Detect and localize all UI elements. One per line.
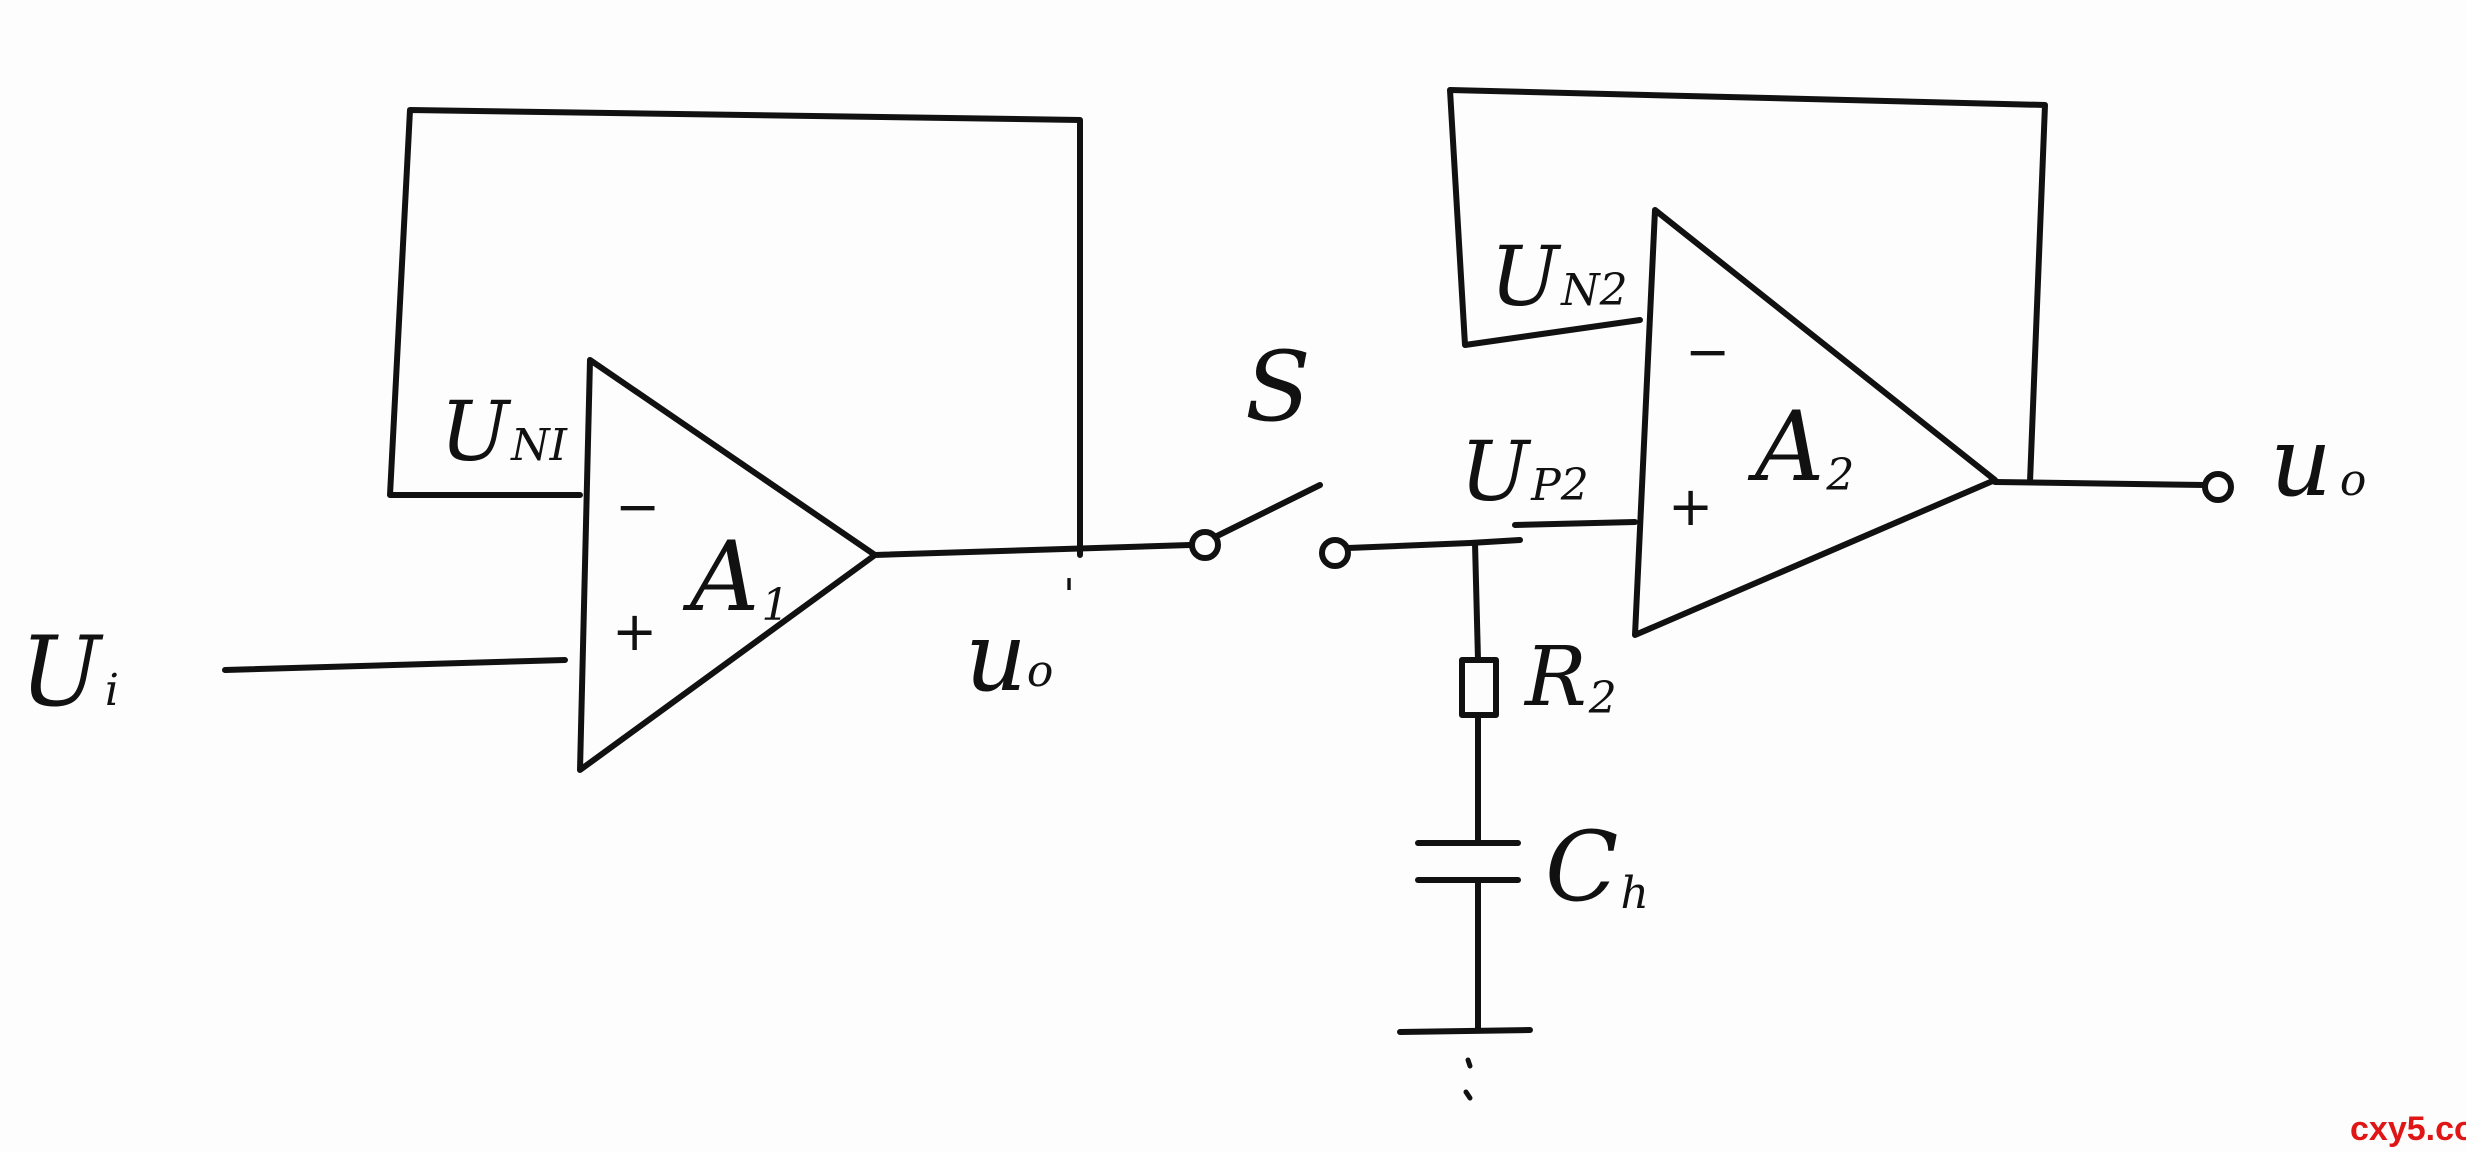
r2-top-wire: [1472, 540, 1481, 663]
label-uo-prime: uo: [965, 601, 1053, 713]
opamp-a2: [1632, 207, 1998, 638]
label-r2: R2: [1523, 630, 1617, 725]
switch-blade: [1212, 482, 1323, 540]
a1-output-wire: [872, 542, 1193, 558]
opamp-a1: [577, 357, 878, 773]
label-ui: Ui: [20, 616, 119, 728]
a1-feedback-loop: [387, 107, 1083, 558]
label-switch-s: S: [1245, 331, 1311, 443]
label-a1: A1: [682, 521, 789, 633]
ground-line: [1397, 1027, 1533, 1035]
output-terminal: [2202, 471, 2234, 503]
a2-plus-sign: +: [1668, 475, 1713, 538]
label-up2: UP2: [1460, 425, 1589, 520]
switch-terminal-right: [1319, 537, 1351, 569]
input-wire: [222, 657, 568, 673]
a2-feedback-loop: [1447, 87, 2048, 485]
label-uo-prime-mark: ': [1063, 570, 1075, 621]
a2-output-wire: [1992, 479, 2208, 488]
watermark: cxy5.com: [2350, 1110, 2466, 1148]
ground-dots: [1463, 1057, 1473, 1101]
label-a2: A2: [1747, 391, 1854, 503]
node-wire: [1345, 537, 1523, 551]
a1-plus-sign: +: [612, 600, 657, 663]
a2-minus-sign: −: [1685, 320, 1730, 383]
label-un2: UN2: [1490, 230, 1628, 325]
a1-minus-sign: −: [615, 475, 660, 538]
label-un1: UNI: [440, 385, 569, 480]
up2-wire: [1512, 519, 1638, 528]
switch-terminal-left: [1189, 529, 1221, 561]
label-ch: Ch: [1545, 811, 1649, 923]
resistor-r2: [1459, 657, 1499, 718]
